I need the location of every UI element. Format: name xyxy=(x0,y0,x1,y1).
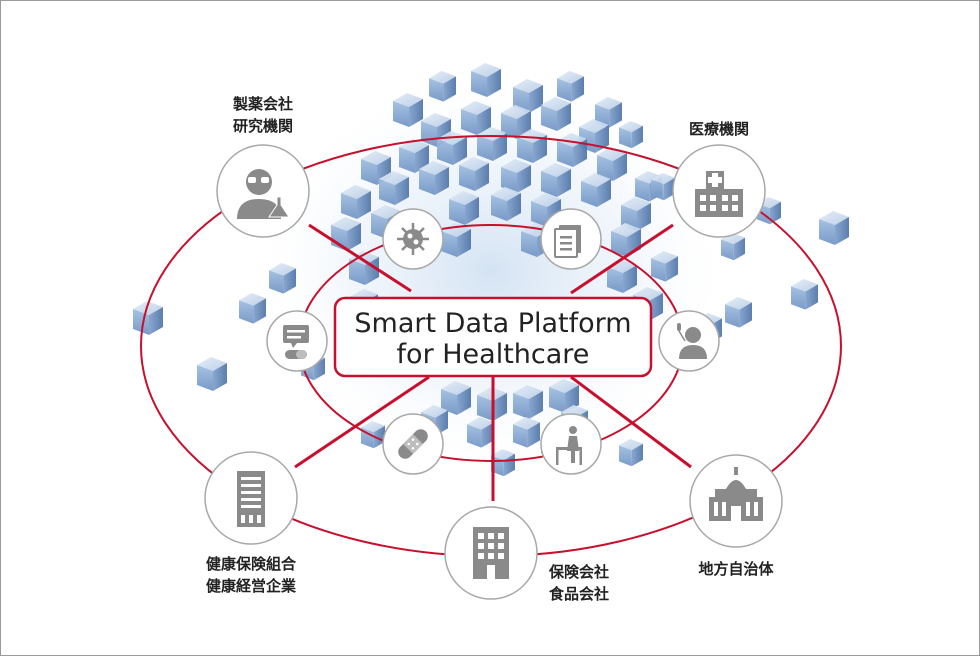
node-insurance-food-label-line2: 食品会社 xyxy=(549,585,609,603)
node-insurance-food-label-line1: 保険会社 xyxy=(548,563,609,581)
node-pharma xyxy=(216,144,310,238)
office-tower-icon xyxy=(237,471,265,527)
node-local-gov-label: 地方自治体 xyxy=(698,560,774,578)
node-pharma-label-line2: 研究機関 xyxy=(233,117,293,135)
center-box xyxy=(333,296,653,378)
bandage-icon xyxy=(398,429,428,459)
data-cube xyxy=(197,357,227,391)
inner-node-elderly xyxy=(540,413,602,475)
node-insurance-food xyxy=(444,506,538,600)
connector-medical xyxy=(570,223,674,295)
data-cube xyxy=(619,439,643,467)
center-title-line2: for Healthcare xyxy=(397,339,590,370)
inner-node-document xyxy=(540,208,602,270)
patient-icon xyxy=(677,323,707,359)
node-health-insurance-label-line1: 健康保険組合 xyxy=(206,555,297,573)
node-pharma-label-line1: 製薬会社 xyxy=(232,95,293,113)
node-health-insurance xyxy=(204,451,298,545)
connector-lines xyxy=(294,223,692,501)
document-icon xyxy=(554,225,581,258)
inner-node-patient xyxy=(658,310,720,372)
data-cube xyxy=(819,211,849,245)
center-title-line1: Smart Data Platform xyxy=(354,308,631,339)
node-local-gov xyxy=(689,454,783,548)
researcher-icon xyxy=(237,169,290,219)
medicine-chat-icon xyxy=(283,325,309,359)
government-building-icon xyxy=(709,467,763,521)
inner-node-bandage xyxy=(382,413,444,475)
data-cube xyxy=(725,297,752,328)
connector-health-insurance xyxy=(294,375,430,469)
inner-node-virus xyxy=(382,208,444,270)
elderly-walker-icon xyxy=(556,426,582,465)
office-building-icon xyxy=(473,527,509,579)
node-health-insurance-label-line2: 健康経営企業 xyxy=(206,577,297,595)
node-medical-label: 医療機関 xyxy=(689,120,749,138)
virus-icon xyxy=(397,223,429,255)
data-cube xyxy=(791,279,818,310)
node-medical xyxy=(672,144,766,238)
connector-pharma xyxy=(308,223,412,293)
inner-node-medicine xyxy=(266,310,328,372)
connector-local-gov xyxy=(570,375,692,469)
hospital-icon xyxy=(695,171,743,217)
